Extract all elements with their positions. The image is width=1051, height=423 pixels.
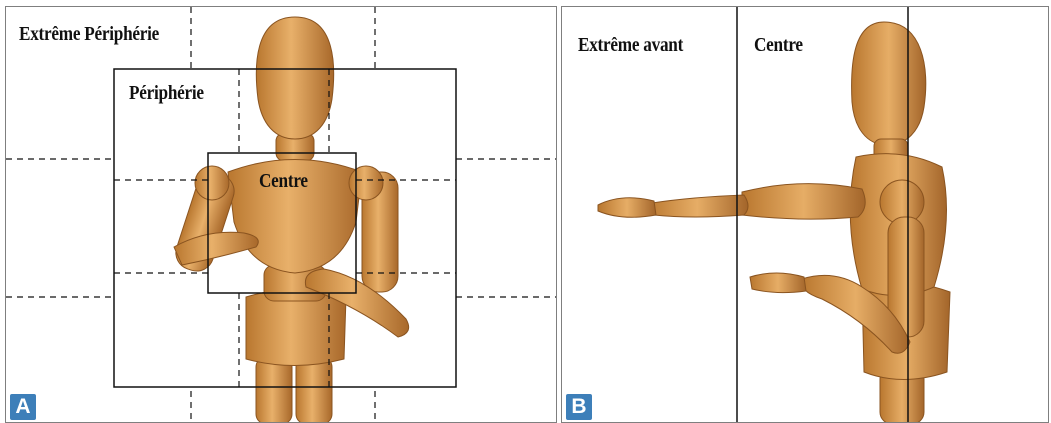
label-centre: Centre [259,170,308,193]
label-extreme-avant: Extrême avant [578,34,683,57]
label-peripherie: Périphérie [129,82,204,105]
panel-a-badge: A [10,394,36,420]
panel-a-front-view: Extrême Périphérie Périphérie Centre A [5,6,557,423]
mannequin-side-figure [562,7,1049,423]
panel-b-side-view: Extrême avant Centre B [561,6,1049,423]
mannequin-front-figure [6,7,557,423]
panel-b-badge: B [566,394,592,420]
label-extreme-peripherie: Extrême Périphérie [19,23,159,46]
label-centre-side: Centre [754,34,803,57]
